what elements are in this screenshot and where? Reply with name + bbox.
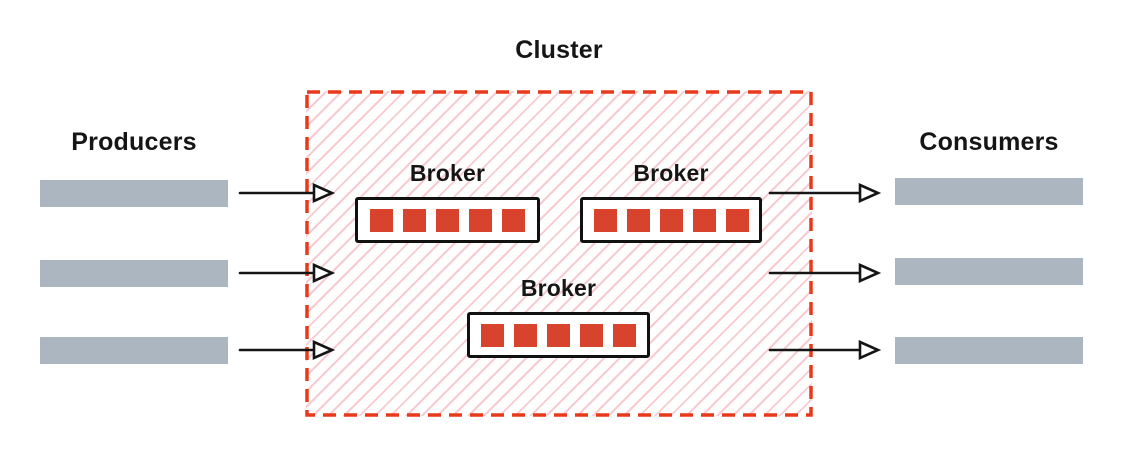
broker-2-label: Broker [633, 160, 709, 186]
partition-square [502, 208, 525, 232]
producers-label: Producers [71, 128, 197, 156]
partition-square [580, 323, 603, 347]
producer-bar-2 [40, 260, 228, 287]
partition-square [514, 323, 537, 347]
partition-square [436, 208, 459, 232]
broker-2-box [580, 197, 762, 243]
cluster-hatched-area [306, 91, 812, 416]
partition-square [725, 208, 749, 232]
partition-square [626, 208, 650, 232]
producer-bar-3 [40, 337, 228, 364]
broker-1-label: Broker [409, 160, 486, 186]
partition-square [659, 208, 683, 232]
partition-square [469, 208, 492, 232]
partition-square [403, 208, 426, 232]
partition-square [613, 323, 636, 347]
partition-square [593, 208, 617, 232]
consumers-label: Consumers [919, 128, 1059, 156]
producer-bar-1 [40, 180, 228, 207]
broker-3-box [467, 312, 650, 358]
partition-square [370, 208, 393, 232]
consumer-bar-2 [895, 258, 1083, 285]
partition-square [547, 323, 570, 347]
broker-3-label: Broker [520, 275, 597, 301]
consumer-bar-1 [895, 178, 1083, 205]
partition-square [692, 208, 716, 232]
broker-1-box [355, 197, 540, 243]
cluster-label: Cluster [515, 36, 603, 64]
partition-square [481, 323, 504, 347]
consumer-bar-3 [895, 337, 1083, 364]
